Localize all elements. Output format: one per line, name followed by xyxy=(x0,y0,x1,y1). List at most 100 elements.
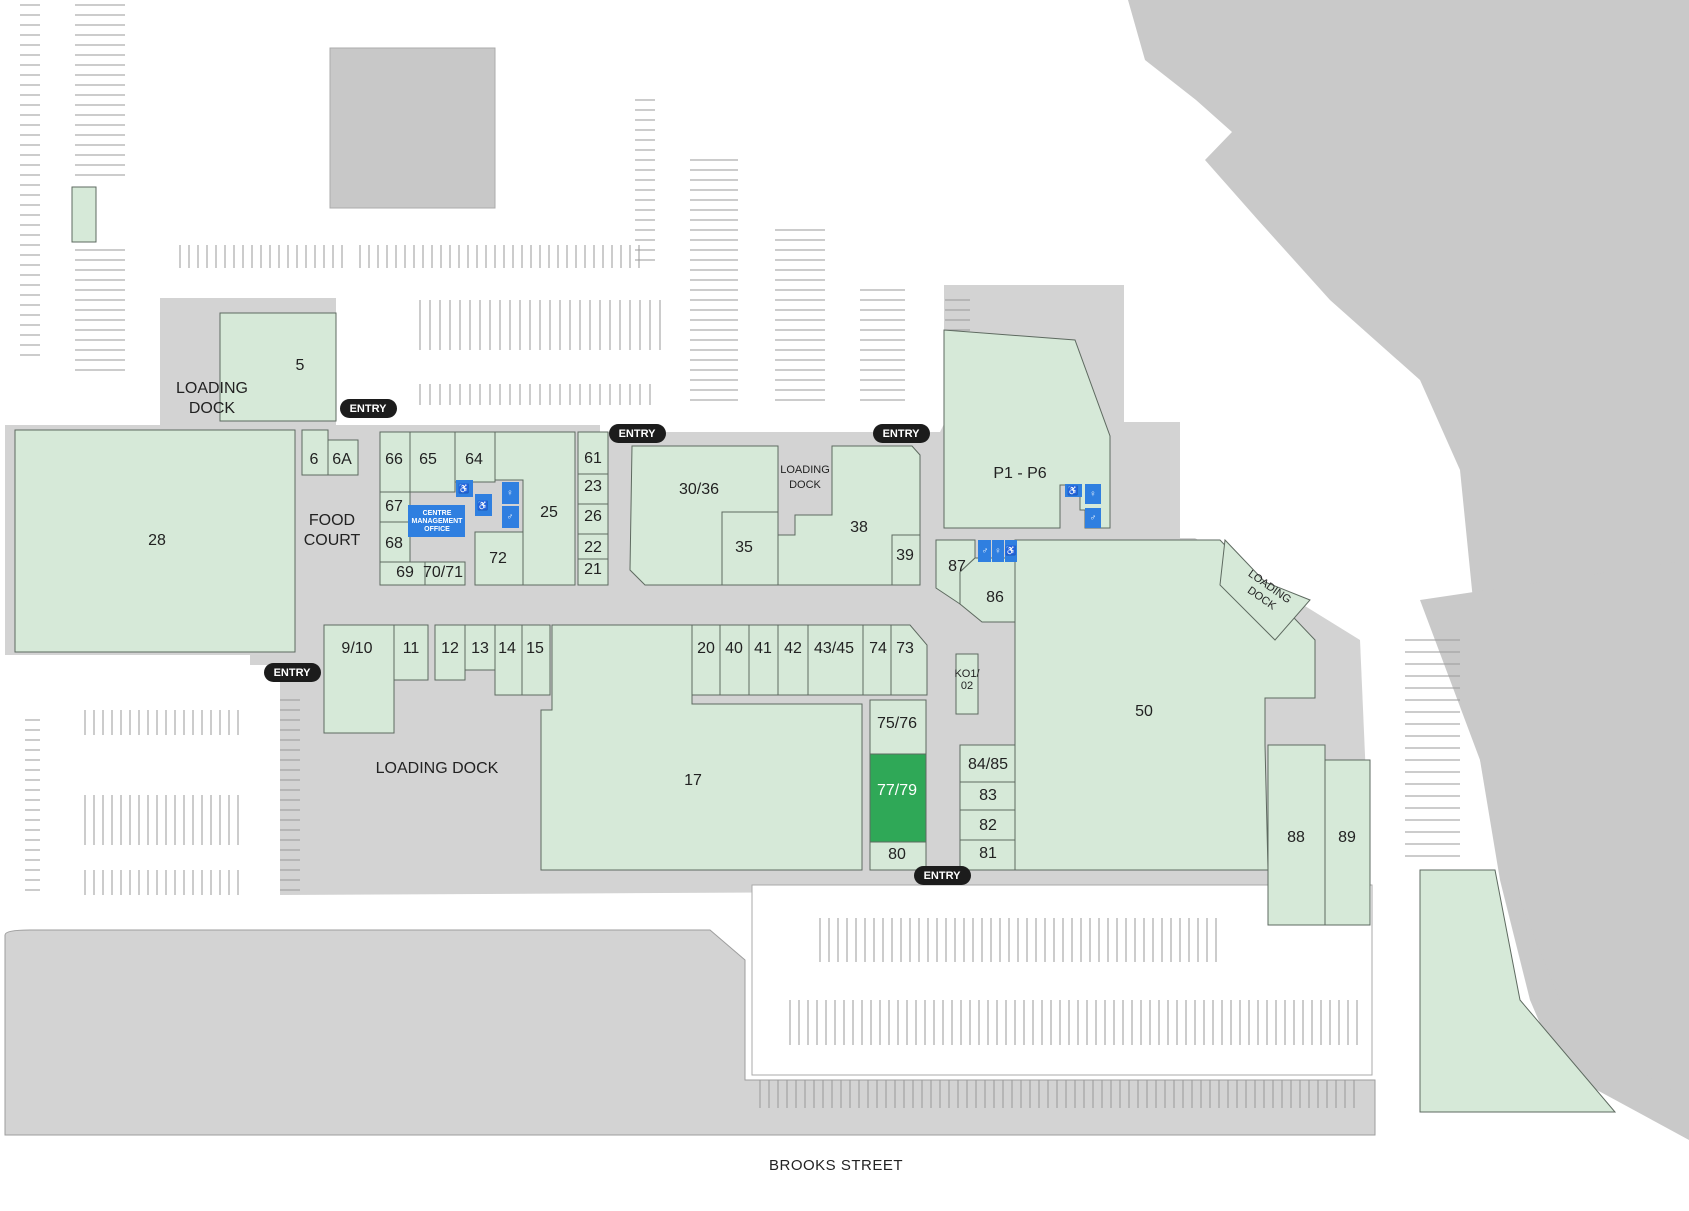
east-female-glyph-icon: ♂ xyxy=(982,545,989,555)
label-77-79: 77/79 xyxy=(877,782,917,799)
tenancy-11[interactable] xyxy=(393,624,429,681)
entry-label: ENTRY xyxy=(619,428,657,440)
label-30-36: 30/36 xyxy=(679,481,719,498)
label-43-45: 43/45 xyxy=(814,640,854,657)
label-66: 66 xyxy=(385,451,403,468)
tenancy-72[interactable] xyxy=(474,531,524,586)
east-male-glyph-icon: ♀ xyxy=(995,545,1002,555)
north-building xyxy=(329,47,496,209)
tenancy-73[interactable] xyxy=(890,624,928,696)
centre-management-office[interactable] xyxy=(408,505,465,537)
parking-stripes xyxy=(20,4,1460,1108)
label-83: 83 xyxy=(979,787,997,804)
entry-label: ENTRY xyxy=(350,403,388,415)
cmo-line-3: OFFICE xyxy=(424,526,450,533)
entry-label: ENTRY xyxy=(274,667,312,679)
label-68: 68 xyxy=(385,535,403,552)
tenancy-6a[interactable] xyxy=(327,439,359,476)
tenancy-23[interactable] xyxy=(577,473,609,505)
label-42: 42 xyxy=(784,640,802,657)
tenancy-41[interactable] xyxy=(748,624,779,696)
tenancy-26[interactable] xyxy=(577,503,609,535)
label-84-85: 84/85 xyxy=(968,756,1008,773)
entry-badge-north-centre[interactable]: ENTRY xyxy=(609,424,666,443)
label-25: 25 xyxy=(540,504,558,521)
entry-badge-north-west[interactable]: ENTRY xyxy=(340,399,397,418)
entry-badge-south[interactable]: ENTRY xyxy=(914,866,971,885)
tenancy-25[interactable] xyxy=(494,431,576,586)
label-69: 69 xyxy=(396,564,414,581)
label-70-71: 70/71 xyxy=(423,564,463,581)
label-6: 6 xyxy=(310,451,319,468)
label-80: 80 xyxy=(888,846,906,863)
label-02: 02 xyxy=(961,680,973,692)
label-23: 23 xyxy=(584,478,602,495)
south-lot-border xyxy=(4,929,1376,1136)
tenancy-42[interactable] xyxy=(777,624,809,696)
label-35: 35 xyxy=(735,539,753,556)
label-9-10: 9/10 xyxy=(341,640,372,657)
label-38: 38 xyxy=(850,519,868,536)
tenancy-13[interactable] xyxy=(464,624,496,671)
tenancy-14[interactable] xyxy=(494,624,523,696)
label-64: 64 xyxy=(465,451,483,468)
label-74: 74 xyxy=(869,640,887,657)
label-89: 89 xyxy=(1338,829,1356,846)
food-court-line2: COURT xyxy=(304,532,361,549)
tenancy-70-71[interactable] xyxy=(424,561,466,586)
tenancy-40[interactable] xyxy=(719,624,750,696)
loading-dock-mid-line2: DOCK xyxy=(789,479,821,491)
entry-label: ENTRY xyxy=(924,870,962,882)
label-26: 26 xyxy=(584,508,602,525)
entry-badge-west[interactable]: ENTRY xyxy=(264,663,321,682)
label-13: 13 xyxy=(471,640,489,657)
label-40: 40 xyxy=(725,640,743,657)
tenancy-81[interactable] xyxy=(959,839,1016,871)
female-glyph-icon: ♀ xyxy=(507,487,514,497)
parents-glyph-icon: ♿ xyxy=(477,499,488,510)
accessible-glyph-icon: ♿ xyxy=(458,482,469,493)
tenancy-35[interactable] xyxy=(721,511,779,586)
loading-dock-west-line1: LOADING xyxy=(176,380,248,397)
tenancy-43-45[interactable] xyxy=(807,624,864,696)
east-pad-site xyxy=(1419,869,1617,1113)
east-accessible-icon xyxy=(1005,540,1017,562)
tenancy-15[interactable] xyxy=(521,624,551,696)
label-5: 5 xyxy=(296,357,305,374)
label-22: 22 xyxy=(584,539,602,556)
label-28: 28 xyxy=(148,532,166,549)
tenancy-88[interactable] xyxy=(1267,744,1326,926)
label-67: 67 xyxy=(385,498,403,515)
tenancy-6[interactable] xyxy=(301,429,329,476)
p-accessible-glyph-icon: ♿ xyxy=(1067,484,1078,495)
loading-dock-west-line2: DOCK xyxy=(189,400,236,417)
label-75-76: 75/76 xyxy=(877,715,917,732)
tenancy-ko1-02[interactable] xyxy=(955,653,979,715)
tenancy-66[interactable] xyxy=(379,431,411,493)
tenancy-38[interactable] xyxy=(777,445,921,586)
label-65: 65 xyxy=(419,451,437,468)
tenancy-80[interactable] xyxy=(869,841,927,871)
label-11: 11 xyxy=(403,640,420,657)
entry-label: ENTRY xyxy=(883,428,921,440)
east-male-toilet-icon xyxy=(992,540,1004,562)
tenancy-20[interactable] xyxy=(691,624,721,696)
tenancy-74[interactable] xyxy=(862,624,892,696)
tenancy-21[interactable] xyxy=(577,558,609,586)
tenancy-28[interactable] xyxy=(14,429,296,653)
tenancy-39[interactable] xyxy=(891,534,921,586)
female-toilet-icon xyxy=(502,482,519,504)
street-name: BROOKS STREET xyxy=(769,1157,903,1174)
tenancy-75-76[interactable] xyxy=(869,699,927,755)
tenancy-5[interactable] xyxy=(219,312,337,422)
tenancy-89[interactable] xyxy=(1324,759,1371,926)
label-p1-p6: P1 - P6 xyxy=(993,465,1046,482)
tenancy-68[interactable] xyxy=(379,521,411,563)
tenancy-12[interactable] xyxy=(434,624,466,681)
label-12: 12 xyxy=(441,640,459,657)
entry-badge-north-east[interactable]: ENTRY xyxy=(873,424,930,443)
tenancy-61[interactable] xyxy=(577,431,609,475)
tenancy-64[interactable] xyxy=(454,431,496,483)
parents-room-icon xyxy=(475,494,492,516)
label-14: 14 xyxy=(498,640,516,657)
